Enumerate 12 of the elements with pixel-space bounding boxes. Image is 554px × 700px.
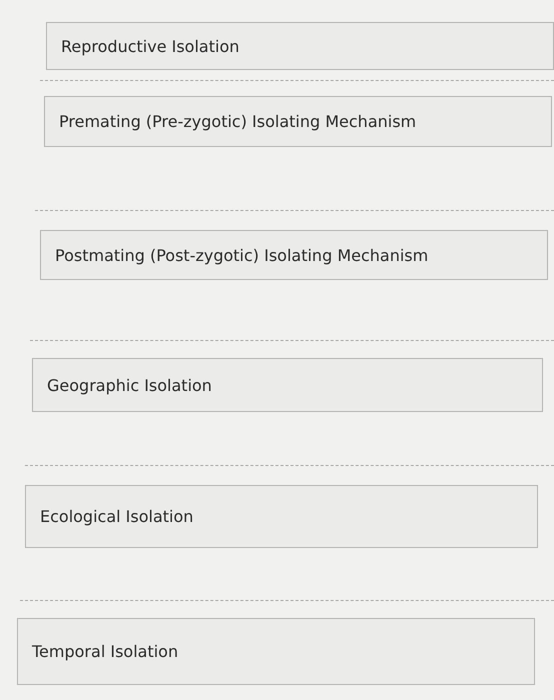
answer-text: Postmating (Post-zygotic) Isolating Mechanism <box>54 246 428 264</box>
answer-box <box>40 230 548 280</box>
answer-box <box>25 485 538 548</box>
answer-box <box>44 96 552 147</box>
answer-box <box>17 618 535 685</box>
answer-text: Premating (Pre-zygotic) Isolating Mechanism <box>58 112 416 131</box>
answer-text: Reproductive Isolation <box>60 36 240 56</box>
answer-box <box>32 358 543 412</box>
answer-text: Temporal Isolation <box>31 642 178 661</box>
answer-text: Geographic Isolation <box>46 376 212 394</box>
answer-text: Ecological Isolation <box>39 507 194 526</box>
answer-box <box>46 22 554 70</box>
